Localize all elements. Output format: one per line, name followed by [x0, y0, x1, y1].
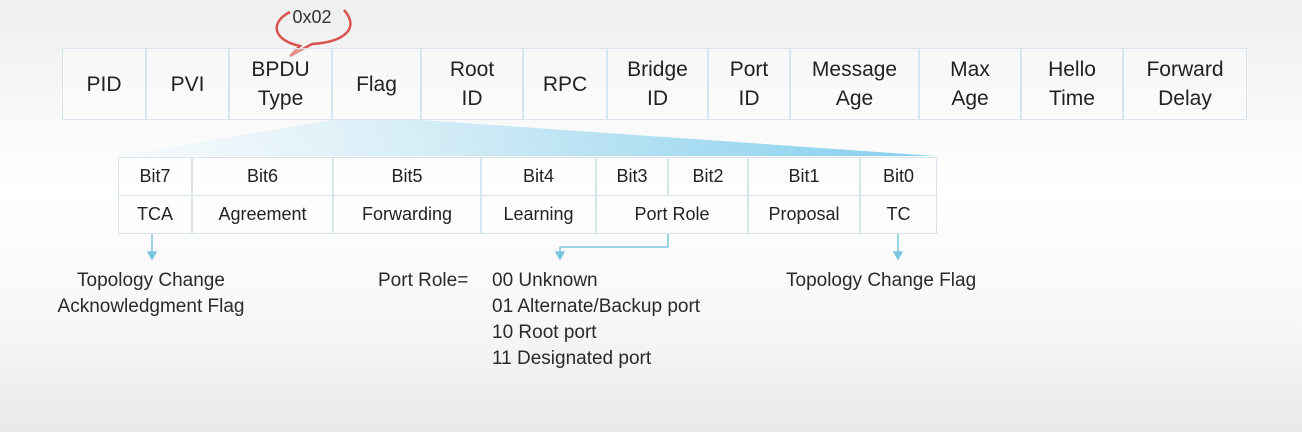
flag-tca: TCA — [118, 195, 192, 234]
flag-expansion-wedge — [118, 120, 935, 156]
port-role-value: 10 Root port — [492, 322, 597, 343]
flag-tc: TC — [860, 195, 937, 234]
port-role-value: 01 Alternate/Backup port — [492, 296, 701, 317]
bit4-header: Bit4 — [481, 157, 596, 196]
bpdu-type-value: 0x02 — [292, 7, 332, 27]
field-forward-delay: Forward Delay — [1123, 48, 1247, 120]
flag-forwarding: Forwarding — [333, 195, 481, 234]
bpdu-type-callout-icon — [275, 9, 352, 58]
field-pvi: PVI — [146, 48, 229, 120]
flag-proposal: Proposal — [748, 195, 860, 234]
bit1-header: Bit1 — [748, 157, 860, 196]
field-port-id: Port ID — [708, 48, 790, 120]
bit7-header: Bit7 — [118, 157, 192, 196]
tca-description: Topology Change Acknowledgment Flag — [57, 270, 245, 317]
tc-description: Topology Change Flag — [786, 270, 977, 291]
flag-agreement: Agreement — [192, 195, 333, 234]
field-hello-time: Hello Time — [1021, 48, 1123, 120]
flag-port-role: Port Role — [596, 195, 748, 234]
field-flag: Flag — [332, 48, 421, 120]
field-pid: PID — [62, 48, 146, 120]
field-message-age: Message Age — [790, 48, 919, 120]
bit0-header: Bit0 — [860, 157, 937, 196]
bit6-header: Bit6 — [192, 157, 333, 196]
port-role-value: 11 Designated port — [492, 348, 652, 369]
port-role-values: 00 Unknown 01 Alternate/Backup port 10 R… — [492, 268, 700, 372]
field-max-age: Max Age — [919, 48, 1021, 120]
field-rpc: RPC — [523, 48, 607, 120]
field-root-id: Root ID — [421, 48, 523, 120]
field-bridge-id: Bridge ID — [607, 48, 708, 120]
port-role-value: 00 Unknown — [492, 270, 598, 291]
field-bpdu-type: BPDU Type — [229, 48, 332, 120]
flag-learning: Learning — [481, 195, 596, 234]
bit5-header: Bit5 — [333, 157, 481, 196]
port-role-arrow-icon — [559, 233, 669, 254]
port-role-label: Port Role= — [378, 270, 469, 291]
bit2-header: Bit2 — [668, 157, 748, 196]
bit3-header: Bit3 — [596, 157, 668, 196]
